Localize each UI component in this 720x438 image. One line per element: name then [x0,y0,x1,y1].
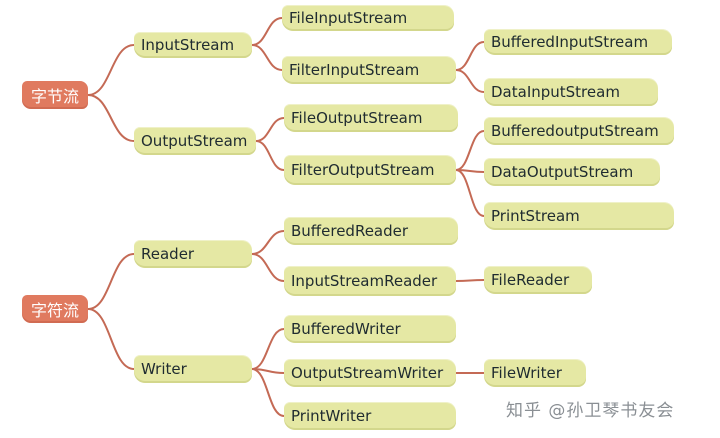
node-printwriter: PrintWriter [284,402,456,430]
connector-outputstream-filteroutputstream [255,140,285,171]
connector-inputstream-fileinputstream [251,17,283,46]
connector-writer-printwriter [251,368,285,417]
root-node-byte: 字节流 [22,81,88,109]
node-writer: Writer [134,355,252,383]
connector-filteroutputstream-bufferedoutputstream [455,130,485,171]
node-bufferedoutputstream: BufferedoutputStream [484,117,674,145]
connector-byte-outputstream [87,94,135,142]
node-filterinputstream: FilterInputStream [282,56,456,84]
node-bufferedinputstream: BufferedInputStream [484,29,672,55]
connector-byte-inputstream [87,44,135,96]
node-filteroutputstream: FilterOutputStream [284,155,456,185]
connector-filterinputstream-datainputstream [455,69,485,93]
node-fileoutputstream: FileOutputStream [284,104,458,132]
node-dataoutputstream: DataOutputStream [484,158,660,186]
connector-inputstreamreader-filereader [455,279,485,282]
connector-outputstream-fileoutputstream [255,117,285,142]
node-filereader: FileReader [484,266,592,294]
node-filewriter: FileWriter [484,359,586,387]
node-bufferedreader: BufferedReader [284,217,458,245]
connector-inputstream-filterinputstream [251,44,283,71]
node-printstream: PrintStream [484,202,674,230]
node-fileinputstream: FileInputStream [282,5,454,31]
root-node-char: 字符流 [22,295,88,323]
node-outputstreamwriter: OutputStreamWriter [284,359,456,387]
node-inputstreamreader: InputStreamReader [284,266,456,296]
connector-filterinputstream-bufferedinputstream [455,41,485,71]
node-inputstream: InputStream [134,32,252,58]
connector-reader-bufferedreader [251,230,285,255]
node-datainputstream: DataInputStream [484,78,658,106]
node-bufferedwriter: BufferedWriter [284,315,456,343]
node-reader: Reader [134,240,252,268]
watermark: 知乎 @孙卫琴书友会 [506,401,675,421]
connector-filteroutputstream-printstream [455,169,485,217]
connector-reader-inputstreamreader [251,253,285,282]
connector-writer-bufferedwriter [251,328,285,370]
node-outputstream: OutputStream [134,127,256,155]
connector-char-reader [87,253,135,310]
connector-char-writer [87,308,135,370]
